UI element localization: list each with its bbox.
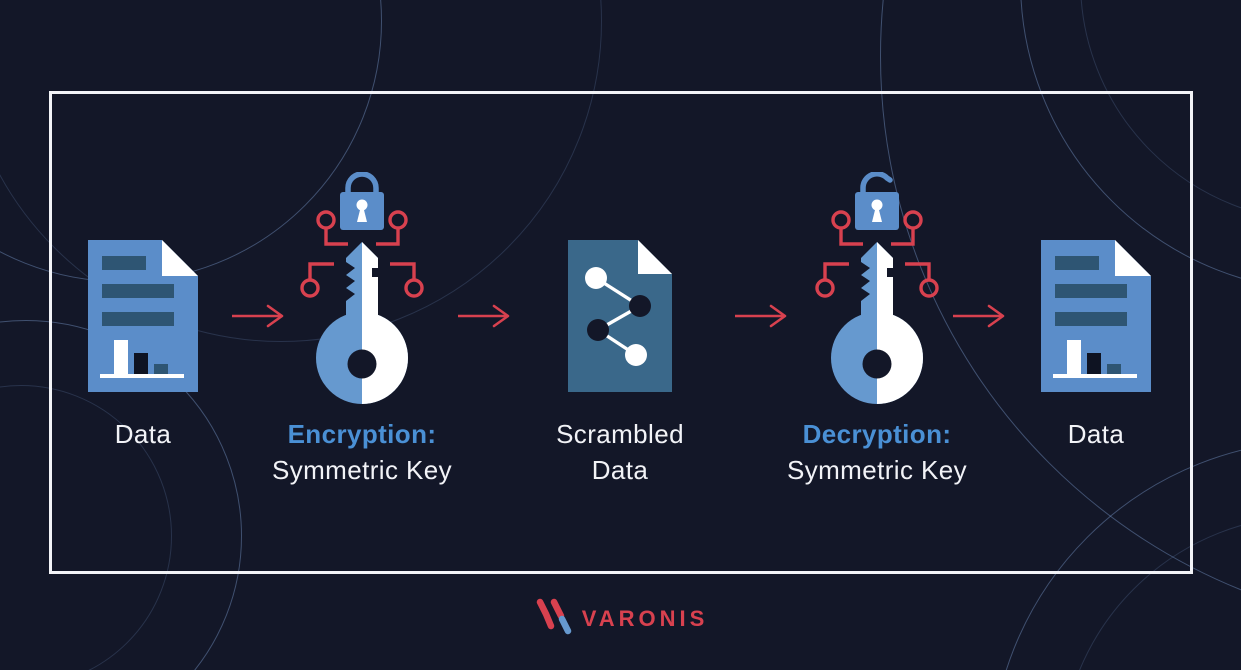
circuit-lines <box>300 210 424 298</box>
step-label: Encryption: Symmetric Key <box>247 416 477 488</box>
right-arrow-icon <box>953 304 1005 328</box>
right-arrow-icon <box>232 304 284 328</box>
document-icon <box>1041 240 1151 392</box>
varonis-wordmark: VARONIS <box>581 606 709 631</box>
step-data-output: Data <box>981 170 1211 452</box>
varonis-logo-mark-icon <box>536 598 571 635</box>
padlock-closed-icon <box>340 172 384 230</box>
scrambled-document-icon <box>568 240 672 392</box>
key-with-closed-lock-icon <box>300 172 424 404</box>
step-encryption: Encryption: Symmetric Key <box>247 170 477 488</box>
step-label: Data <box>981 416 1211 452</box>
key-icon <box>316 242 408 404</box>
step-label: Decryption: Symmetric Key <box>762 416 992 488</box>
step-data-source: Data <box>28 170 258 452</box>
step-decryption: Decryption: Symmetric Key <box>762 170 992 488</box>
diagram-frame <box>49 91 1193 574</box>
label-line: Data <box>114 419 172 449</box>
label-line: Encryption: <box>287 419 437 449</box>
step-scrambled-data: Scrambled Data <box>505 170 735 488</box>
step-label: Data <box>28 416 258 452</box>
label-line: Scrambled <box>556 419 684 449</box>
padlock-open-icon <box>855 172 899 230</box>
circuit-lines <box>815 210 939 298</box>
right-arrow-icon <box>458 304 510 328</box>
label-line: Symmetric Key <box>271 455 452 485</box>
label-line: Symmetric Key <box>786 455 967 485</box>
label-line: Data <box>1067 419 1125 449</box>
step-label: Scrambled Data <box>505 416 735 488</box>
varonis-logo: VARONIS <box>0 597 1241 635</box>
key-icon <box>831 242 923 404</box>
label-line: Decryption: <box>802 419 952 449</box>
document-icon <box>88 240 198 392</box>
right-arrow-icon <box>735 304 787 328</box>
key-with-open-lock-icon <box>815 172 939 404</box>
label-line: Data <box>591 455 649 485</box>
